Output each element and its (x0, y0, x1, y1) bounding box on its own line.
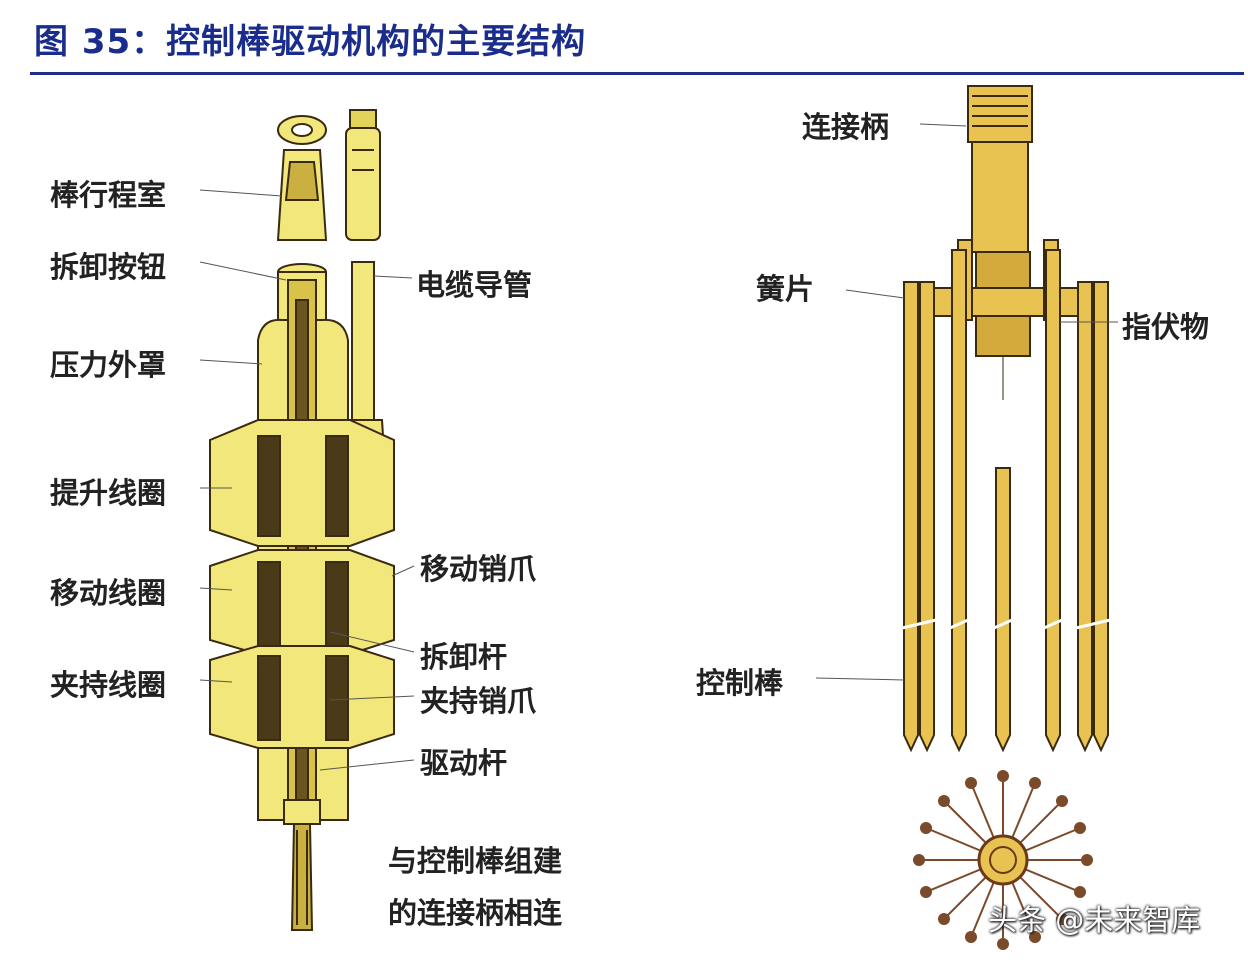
drive-rod-lower (283, 799, 321, 931)
rcca-drawing (901, 85, 1111, 753)
label-movable-coil: 移动线圈 (50, 576, 167, 610)
crdm-assembly-drawing (209, 109, 395, 931)
label-gripper-latch: 夹持销爪 (420, 684, 537, 718)
label-drive-rod: 驱动杆 (420, 746, 508, 780)
figure-title: 图 35：控制棒驱动机构的主要结构 (34, 22, 587, 62)
label-pressure-housing: 压力外罩 (50, 348, 167, 382)
gripper-coil-block (209, 645, 395, 749)
label-coupling-line2: 的连接柄相连 (388, 896, 563, 930)
label-lift-coil: 提升线圈 (50, 476, 167, 510)
label-cable-conduit: 电缆导管 (416, 268, 533, 302)
spider-hub (967, 85, 1033, 400)
label-movable-latch: 移动销爪 (420, 552, 537, 586)
label-vane: 簧片 (756, 272, 815, 306)
lift-coil-block (209, 419, 395, 547)
movable-coil-block (209, 549, 395, 655)
label-coupling-line1: 与控制棒组建 (388, 844, 563, 878)
label-gripper-coil: 夹持线圈 (50, 668, 167, 702)
rod-travel-housing-cap (276, 115, 328, 241)
title-divider (30, 72, 1244, 75)
spider-top-view (913, 770, 1093, 950)
label-rod-travel-housing: 棒行程室 (50, 178, 167, 212)
source-watermark: 头条 @未来智库 (988, 903, 1201, 937)
label-indicator: 指伏物 (1122, 310, 1210, 344)
label-disconnect-button: 拆卸按钮 (50, 250, 167, 284)
label-spider-hub: 连接柄 (802, 110, 890, 144)
cable-conduit-cap (345, 109, 381, 241)
label-disconnect-rod: 拆卸杆 (420, 640, 508, 674)
label-control-rod: 控制棒 (696, 666, 784, 700)
